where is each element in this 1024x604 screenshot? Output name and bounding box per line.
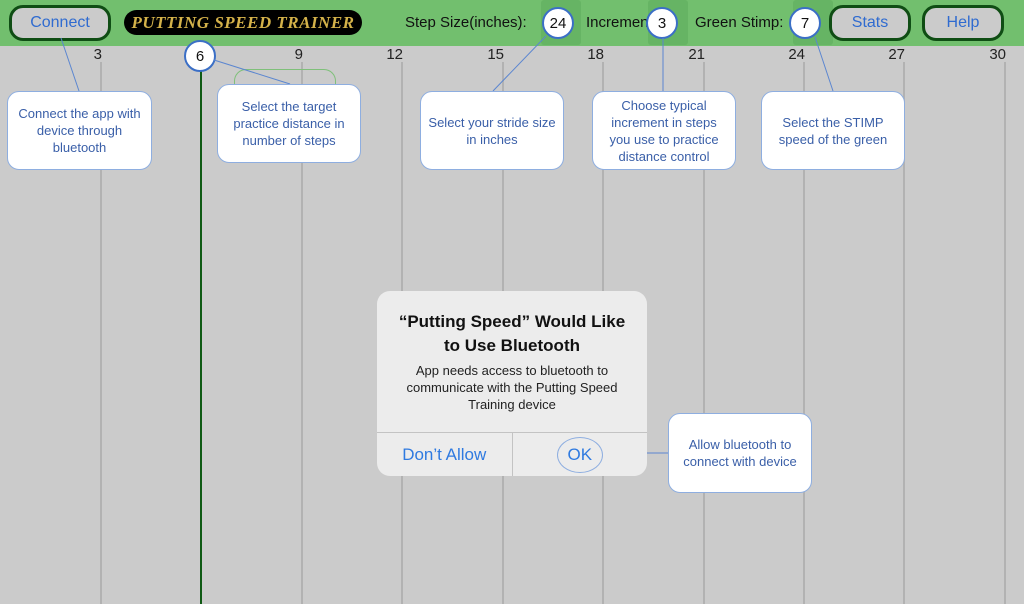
target-bracket — [234, 69, 336, 89]
ruler-line — [1004, 62, 1006, 604]
selected-distance-line — [200, 62, 202, 604]
step-size-picker[interactable]: 24 — [542, 7, 574, 39]
ruler-tick-label: 12 — [386, 46, 403, 63]
increment-picker[interactable]: 3 — [646, 7, 678, 39]
connect-button[interactable]: Connect — [9, 5, 111, 41]
callout-connect: Connect the app with device through blue… — [7, 91, 152, 170]
ruler-tick-label: 18 — [587, 46, 604, 63]
ruler-line — [903, 62, 905, 604]
top-bar: Connect PUTTING SPEED TRAINER Step Size(… — [0, 0, 1024, 46]
dont-allow-button[interactable]: Don’t Allow — [402, 444, 487, 464]
ruler-tick-label: 15 — [487, 46, 504, 63]
ruler-line — [100, 62, 102, 604]
dialog-title: “Putting Speed” Would Like to Use Blueto… — [398, 312, 626, 355]
callout-target: Select the target practice distance in n… — [217, 84, 361, 163]
ruler-line — [703, 62, 705, 604]
target-distance-marker[interactable]: 6 — [184, 40, 216, 72]
callout-stride: Select your stride size in inches — [420, 91, 564, 170]
dialog-message: App needs access to bluetooth to communi… — [406, 363, 618, 412]
callout-stimp: Select the STIMP speed of the green — [761, 91, 905, 170]
ruler-tick-label: 24 — [788, 46, 805, 63]
ruler-line — [803, 62, 805, 604]
callout-allow: Allow bluetooth to connect with device — [668, 413, 812, 493]
green-stimp-label: Green Stimp: — [695, 14, 784, 31]
ruler-tick-label: 21 — [688, 46, 705, 63]
ok-button[interactable]: OK — [511, 433, 648, 476]
stimp-picker[interactable]: 7 — [789, 7, 821, 39]
ruler-tick-label: 9 — [294, 46, 303, 63]
step-size-label: Step Size(inches): — [405, 14, 527, 31]
bluetooth-permission-dialog: “Putting Speed” Would Like to Use Blueto… — [377, 291, 647, 476]
ruler-tick-label: 3 — [93, 46, 102, 63]
ruler-tick-label: 30 — [989, 46, 1006, 63]
callout-increment: Choose typical increment in steps you us… — [592, 91, 736, 170]
ok-label: OK — [556, 436, 603, 473]
app-logo: PUTTING SPEED TRAINER — [124, 10, 362, 35]
help-button[interactable]: Help — [922, 5, 1004, 41]
ruler-tick-label: 27 — [888, 46, 905, 63]
stats-button[interactable]: Stats — [829, 5, 911, 41]
ruler-line — [301, 62, 303, 604]
increment-label: Increment: — [586, 14, 650, 31]
